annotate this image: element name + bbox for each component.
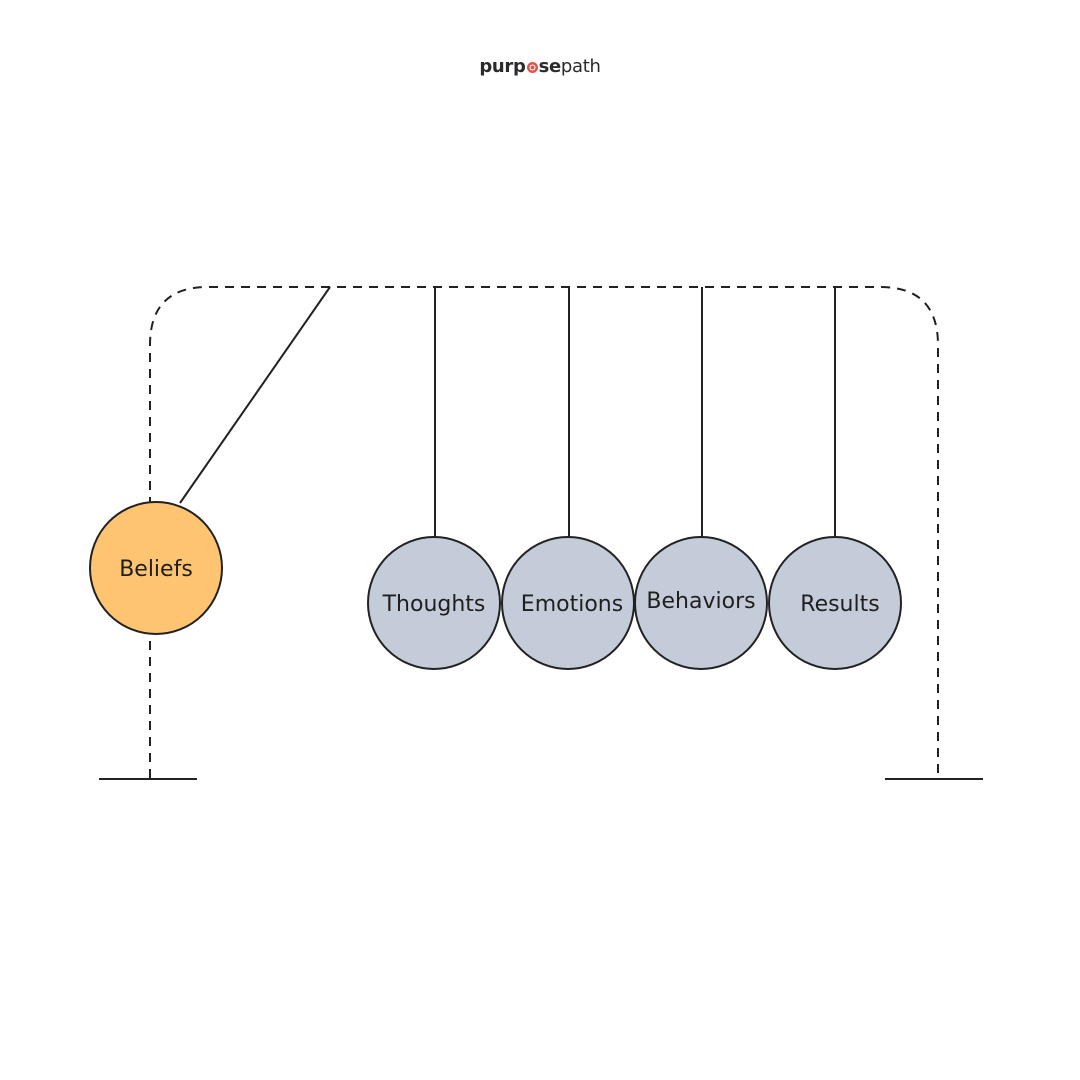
target-icon [526, 62, 538, 73]
ball-behaviors: Behaviors [634, 536, 768, 670]
ball-results: Results [768, 536, 902, 670]
ball-circle [89, 501, 223, 635]
ball-label: Behaviors [646, 589, 755, 614]
logo-text-purp: purp [479, 56, 526, 77]
ball-circle [367, 536, 501, 670]
ball-circle [768, 536, 902, 670]
ball-label: Results [800, 592, 879, 617]
cradle-frame [149, 286, 939, 778]
ball-beliefs: Beliefs [89, 501, 223, 635]
ball-label: Beliefs [119, 557, 193, 582]
logo-text-se: se [538, 56, 562, 77]
ball-label: Thoughts [382, 592, 486, 617]
ball-emotions: Emotions [501, 536, 635, 670]
ball-circle [634, 536, 768, 670]
ball-label: Emotions [521, 592, 623, 617]
string-beliefs [179, 286, 331, 504]
ball-thoughts: Thoughts [367, 536, 501, 670]
logo-text-path: path [560, 56, 601, 77]
